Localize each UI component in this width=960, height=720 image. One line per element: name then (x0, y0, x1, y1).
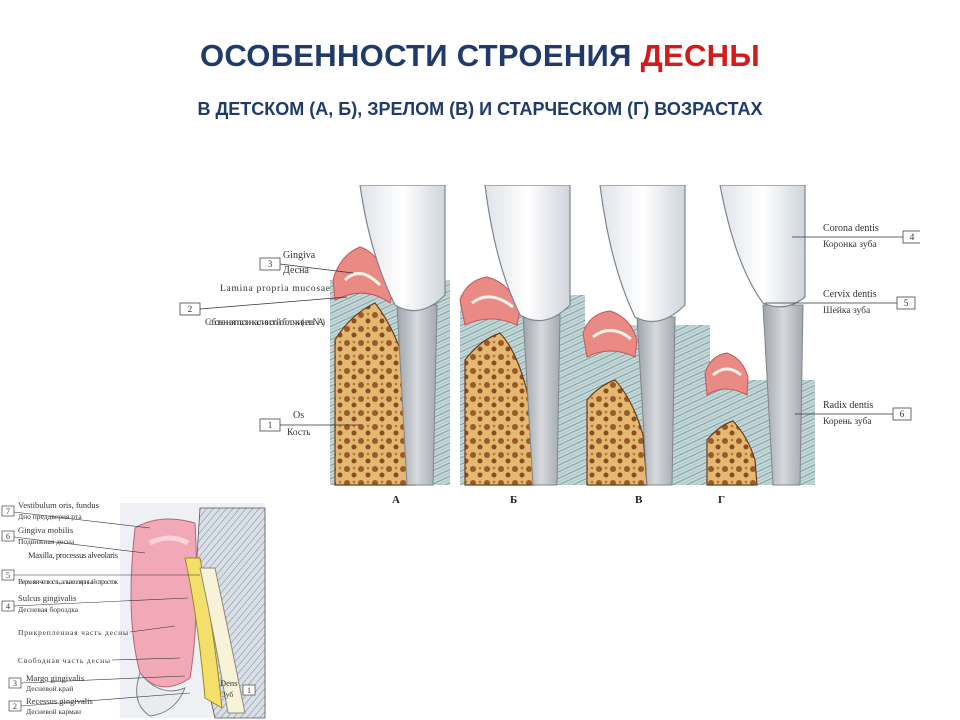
label-lamina-ru: Собственная пластинка слизистой оболочки… (205, 317, 325, 327)
label-lamina-num: 2 (188, 304, 193, 314)
label-gingiva-latin: Gingiva (283, 250, 316, 261)
label-cervix-latin: Cervix dentis (823, 289, 877, 300)
label-os-num: 1 (268, 420, 273, 430)
fig2-label-3-num: 3 (13, 679, 17, 688)
label-corona-num: 4 (910, 232, 915, 242)
label-cervix-ru: Шейка зуба (823, 305, 871, 316)
panel-d-section (704, 185, 815, 486)
label-os-latin: Os (293, 410, 304, 421)
fig2-label-7-latin: Vestibulum oris, fundus (18, 500, 99, 510)
page-subtitle: В ДЕТСКОМ (А, Б), ЗРЕЛОМ (В) И СТАРЧЕСКО… (197, 99, 763, 119)
label-corona: Corona dentis Коронка зуба 4 (792, 223, 920, 250)
fig2-label-6-latin: Gingiva mobilis (18, 525, 73, 535)
fig2-labels: 7 Vestibulum oris, fundus Дно преддверия… (1, 500, 256, 716)
panel-b-section (459, 185, 585, 486)
label-corona-ru: Коронка зуба (823, 239, 877, 250)
label-gingiva-ru: Десна (283, 265, 309, 276)
gum-age-figure: А Б В Г 3 Gingiva Десна 2 Lamina propria… (179, 185, 920, 506)
title-main: ОСОБЕННОСТИ СТРОЕНИЯ (199, 38, 632, 73)
label-corona-latin: Corona dentis (823, 223, 879, 234)
fig2-label-5-ru: Верхняя челюсть, альвеолярный отросток (18, 577, 118, 586)
label-gingiva-num: 3 (268, 259, 273, 269)
label-os: 1 Os Кость (259, 410, 360, 438)
fig2-label-2-ru: Десневой карман (26, 707, 81, 716)
label-lamina-propria: 2 Lamina propria mucosae Собственная пла… (179, 284, 348, 327)
page-title: ОСОБЕННОСТИ СТРОЕНИЯ ДЕСНЫ (0, 38, 960, 74)
panel-letter-a: А (392, 494, 400, 506)
fig2-label-maxilla-latin: Maxilla, processus alveolaris (28, 550, 118, 560)
fig2-label-6-ru: Подвижная десна (18, 537, 75, 546)
fig2-label-7-num: 7 (6, 507, 10, 516)
fig2-dens-latin: Dens (220, 678, 237, 688)
label-radix-latin: Radix dentis (823, 400, 873, 411)
panel-letter-b: Б (510, 494, 517, 506)
label-os-ru: Кость (287, 428, 311, 438)
panel-letter-d: Г (718, 494, 725, 506)
title-accent: ДЕСНЫ (640, 38, 760, 73)
panel-c-section (582, 185, 710, 486)
panel-letter-c: В (635, 494, 643, 506)
fig2-label-5-num: 5 (6, 571, 10, 580)
label-gingiva: 3 Gingiva Десна (259, 250, 354, 276)
fig2-label-free: Свободная часть десны (18, 656, 110, 665)
fig2-dens-num: 1 (247, 686, 251, 695)
fig2-label-2-num: 2 (13, 702, 17, 711)
fig2-label-attached: Прикрепленная часть десны (18, 628, 128, 637)
panel-a-section (330, 185, 450, 486)
label-radix: Radix dentis Корень зуба 6 (795, 400, 912, 427)
label-lamina-latin: Lamina propria mucosae (220, 284, 330, 294)
label-radix-ru: Корень зуба (823, 416, 872, 427)
label-cervix: Cervix dentis Шейка зуба 5 (765, 289, 916, 316)
fig2-label-4-latin: Sulcus gingivalis (18, 593, 76, 603)
label-cervix-num: 5 (904, 298, 909, 308)
gum-detail-figure: 7 Vestibulum oris, fundus Дно преддверия… (1, 500, 266, 719)
fig2-label-2-latin: Recessus gingivalis (26, 696, 93, 706)
fig2-label-3-latin: Margo gingivalis (26, 673, 84, 683)
fig2-label-6-num: 6 (6, 532, 10, 541)
fig2-dens-ru: Зуб (222, 690, 233, 699)
fig2-label-3-ru: Десневой край (26, 684, 73, 693)
fig2-label-4-ru: Десневая бороздка (18, 605, 79, 614)
label-radix-num: 6 (900, 409, 905, 419)
fig2-label-4-num: 4 (6, 602, 10, 611)
